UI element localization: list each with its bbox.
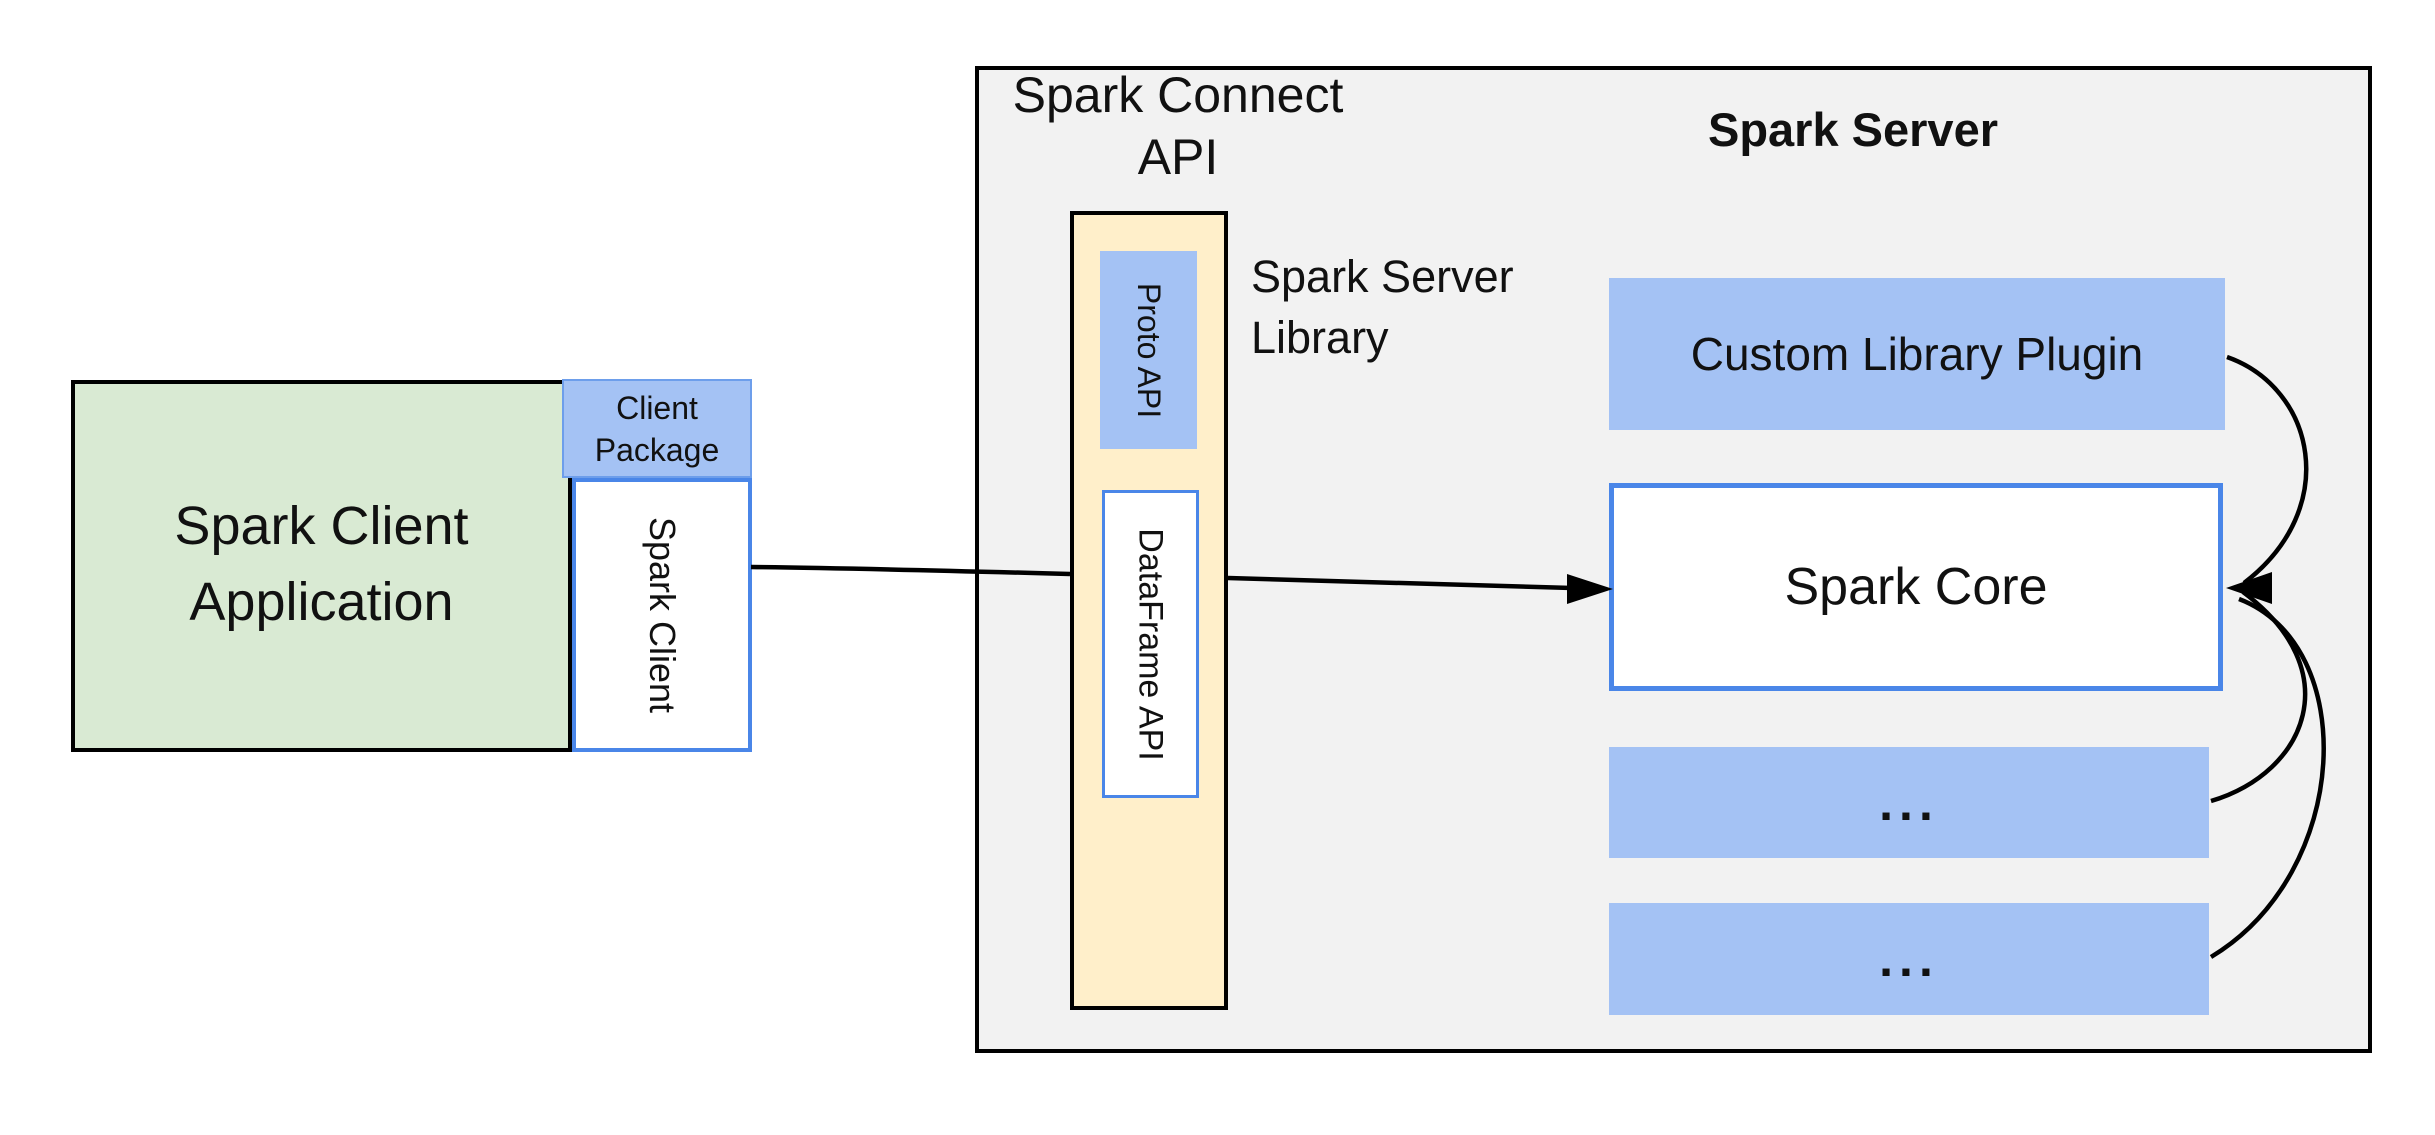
client-package-label: Client Package [595,387,720,471]
spark-connect-api-title-line1: Spark Connect [1012,67,1344,123]
spark-client-box: Spark Client [572,478,752,752]
proto-api-box: Proto API [1100,251,1197,449]
custom-library-plugin-label: Custom Library Plugin [1690,328,2144,380]
server-module-placeholder-box-1: ... [1609,747,2209,858]
client-package-label-line1: Client [616,389,698,426]
client-package-label-line2: Package [594,431,720,468]
proto-api-label: Proto API [1131,282,1167,418]
spark-connect-api-title: Spark Connect API [978,64,1378,188]
spark-client-application-label: Spark Client Application [71,488,572,640]
spark-client-application-label-line1: Spark Client [174,496,469,556]
spark-client-application-box [71,380,572,752]
custom-library-plugin-box: Custom Library Plugin [1609,278,2225,430]
server-module-placeholder-2-label: ... [1879,931,1939,987]
spark-server-title: Spark Server [1707,103,1999,156]
spark-client-label: Spark Client [642,516,683,714]
spark-client-application-label-line2: Application [189,572,454,632]
spark-server-library-label-line2: Library [1251,312,1389,363]
spark-server-library-label: Spark Server Library [1251,246,1611,368]
dataframe-api-box: DataFrame API [1102,490,1199,798]
spark-core-label: Spark Core [1784,558,2048,616]
spark-server-library-label-line1: Spark Server [1251,251,1514,302]
spark-core-box: Spark Core [1609,483,2223,691]
spark-connect-api-title-line2: API [1137,129,1219,185]
server-module-placeholder-box-2: ... [1609,903,2209,1015]
server-module-placeholder-1-label: ... [1879,774,1939,831]
client-package-box: Client Package [562,379,752,478]
dataframe-api-label: DataFrame API [1132,527,1171,761]
